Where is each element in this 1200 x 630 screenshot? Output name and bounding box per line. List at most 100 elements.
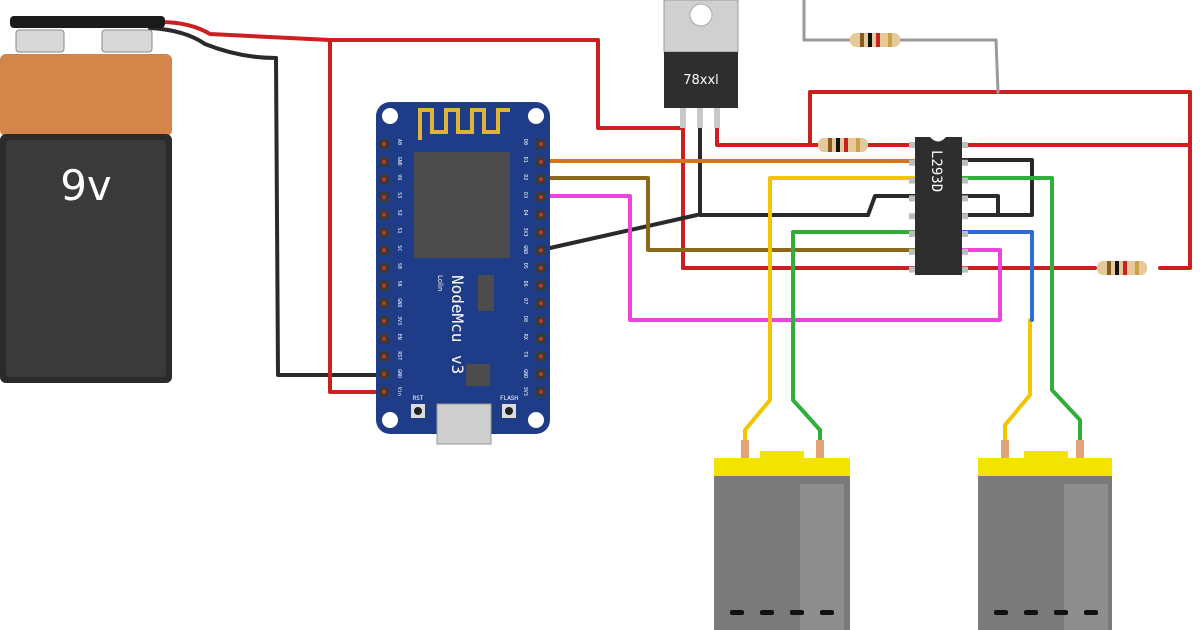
battery-red-lead: [158, 20, 332, 42]
motor-left-lead-a: [741, 440, 749, 458]
wire-black-mcu-gnd: [539, 213, 699, 252]
l293d-left-pin: [909, 177, 915, 184]
l293d-left-pin: [909, 266, 915, 273]
motor-right-lead-b: [1076, 440, 1084, 458]
right-pin-label: D7: [522, 298, 528, 304]
right-pin-label: D2: [522, 174, 528, 180]
right-pin-label: RX: [522, 334, 528, 340]
motor-left-cap: [714, 458, 850, 476]
right-pin-dot: [539, 159, 543, 164]
right-pin-label: TX: [522, 351, 528, 357]
motor-left-highlight: [800, 484, 844, 630]
right-pin-dot: [539, 265, 543, 270]
wire-gray-top: [802, 0, 852, 42]
resistor-mid: [818, 138, 868, 152]
left-pin-dot: [382, 212, 386, 217]
left-pin-label: S1: [396, 228, 402, 234]
right-pin-dot: [539, 230, 543, 235]
left-pin-label: S3: [396, 192, 402, 198]
mcu-chip-tiny: [466, 364, 490, 386]
wire-magenta-d3: [539, 194, 1002, 322]
left-pin-label: S2: [396, 210, 402, 216]
battery-black-lead: [148, 26, 278, 60]
mcu-mount-hole-tl: [382, 108, 398, 124]
left-pin-label: RST: [396, 351, 402, 360]
battery-terminal-right: [101, 29, 153, 53]
rst-label: RST: [413, 395, 424, 402]
right-pin-dot: [539, 177, 543, 182]
wire-yellow-motor1: [743, 176, 917, 447]
wire-green-motor1: [791, 230, 917, 447]
battery-body-shade: [6, 140, 166, 377]
left-pin-label: EN: [396, 334, 402, 340]
right-pin-label: D8: [522, 316, 528, 322]
l293d-body: [915, 137, 962, 275]
motor-right-highlight: [1064, 484, 1108, 630]
voltage-regulator: 78xxl: [663, 0, 739, 128]
l293d-right-pin: [962, 142, 968, 148]
left-pin-dot: [382, 265, 386, 270]
wire-red-to-regulator: [328, 38, 685, 130]
l293d-right-pin: [962, 248, 968, 255]
right-pin-label: D1: [522, 157, 528, 163]
battery: 9v: [0, 16, 172, 383]
mcu-chip-small: [478, 275, 494, 311]
motor-driver-chip: L293D: [909, 137, 968, 275]
wire-black-chip-gnd: [866, 194, 917, 217]
left-pin-label: A0: [396, 139, 402, 145]
right-pin-dot: [539, 195, 543, 200]
left-pin-dot: [382, 248, 386, 253]
wire-black-regulator-gnd: [698, 126, 870, 217]
right-pin-label: 3V3: [522, 387, 528, 396]
battery-label: 9v: [60, 161, 112, 210]
regulator-label: 78xxl: [683, 73, 719, 88]
motor-right: [978, 440, 1112, 630]
motor-left-cap-top: [760, 451, 804, 460]
flash-label: FLASH: [500, 395, 518, 402]
right-pin-dot: [539, 372, 543, 377]
left-pin-label: GND: [396, 298, 402, 307]
left-pin-label: 3V3: [396, 316, 402, 325]
right-pin-dot: [539, 212, 543, 217]
right-pin-dot: [539, 389, 543, 394]
right-pin-label: D5: [522, 263, 528, 269]
right-pin-dot: [539, 142, 543, 146]
mcu-name-line1: NodeMcu: [448, 275, 467, 342]
regulator-leg-out: [714, 108, 720, 128]
wire-gray-right: [898, 38, 1000, 94]
wire-regulator-out-red: [715, 90, 1192, 270]
left-pin-dot: [382, 142, 386, 146]
wire-brown-d2: [539, 176, 917, 252]
l293d-left-pin: [909, 195, 915, 202]
wire-green-motor2: [960, 176, 1082, 447]
usb-port: [436, 403, 492, 445]
left-pin-label: Vin: [396, 387, 402, 396]
l293d-right-pin: [962, 195, 968, 202]
l293d-right-pin: [962, 231, 968, 237]
battery-cap: [0, 54, 172, 136]
left-pin-label: GND: [396, 157, 402, 166]
left-pin-label: GND: [396, 369, 402, 378]
l293d-right-pin: [962, 177, 968, 184]
right-pin-dot: [539, 319, 543, 323]
wire-ground-to-mcu: [274, 56, 382, 377]
motor-left: [714, 440, 850, 630]
right-pin-label: D4: [522, 210, 528, 216]
resistor-mid-body: [818, 138, 868, 152]
wire-vin-to-mcu: [328, 38, 382, 394]
nodemcu-board: RST FLASH NodeMcu v3 Lolin A0GNDVUS3S2S1…: [376, 102, 550, 445]
right-pin-label: GND: [522, 245, 528, 254]
resistor-right: [1097, 261, 1147, 275]
right-pin-label: D6: [522, 281, 528, 287]
left-pin-dot: [382, 354, 386, 359]
regulator-mount-hole: [689, 3, 713, 27]
wire-yellow-motor2: [1003, 318, 1032, 447]
regulator-leg-gnd: [697, 108, 703, 128]
left-pin-dot: [382, 372, 386, 377]
regulator-leg-in: [680, 108, 686, 128]
wire-blue: [960, 230, 1034, 322]
mcu-name-line2: v3: [448, 355, 467, 374]
right-pin-label: D0: [522, 139, 528, 145]
